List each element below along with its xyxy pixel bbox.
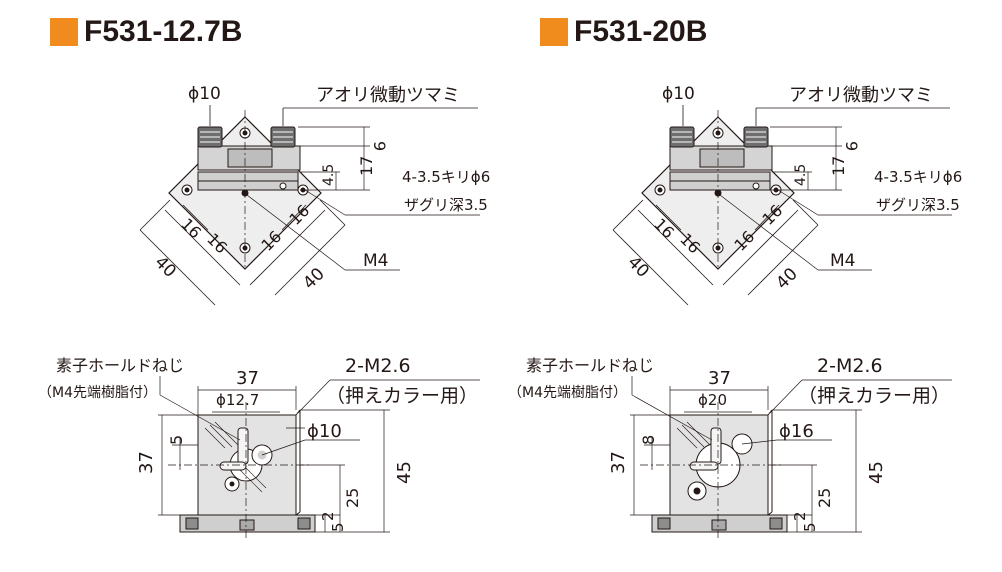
height-45-label: 45	[866, 461, 887, 484]
tap-label: 2-M2.6	[345, 355, 411, 377]
bore-label: ϕ20	[698, 391, 727, 409]
set-screw-note: （M4先端樹脂付）	[508, 385, 627, 401]
clear-hole-label: ϕ10	[307, 421, 342, 442]
dim-17-label: 17	[829, 156, 848, 176]
tilt-block-center	[227, 148, 273, 168]
top-view-f531-12-7b	[139, 105, 480, 306]
height-2-label: 2	[791, 511, 809, 521]
tap-label: 2-M2.6	[817, 355, 883, 377]
model-title-f531-20b: F531-20B	[540, 15, 707, 49]
phi10-label: ϕ10	[662, 84, 695, 104]
holes-label-2: ザグリ深3.5	[404, 196, 488, 214]
front-view-labels-f531-20b: 素子ホールドねじ （M4先端樹脂付） 37 ϕ20 8 ϕ16 37 25 5 …	[508, 355, 950, 532]
height-37-label: 37	[608, 451, 629, 474]
holes-label-2: ザグリ深3.5	[876, 196, 960, 214]
holes-label-1: 4-3.5キリϕ6	[874, 168, 962, 186]
knob-label: アオリ微動ツマミ	[789, 85, 933, 106]
m4-label: M4	[830, 251, 855, 271]
dim-40-right-label: 40	[299, 264, 328, 293]
width-37-label: 37	[708, 368, 731, 389]
dim-17-label: 17	[357, 156, 376, 176]
orange-square-icon	[540, 18, 568, 46]
set-screw	[237, 427, 249, 465]
front-view-f531-12-7b	[158, 376, 480, 540]
model-title-text: F531-12.7B	[84, 15, 243, 48]
height-25-label: 25	[343, 488, 362, 508]
width-37-label: 37	[236, 368, 259, 389]
set-screw-label: 素子ホールドねじ	[526, 356, 654, 375]
m4-label: M4	[363, 251, 388, 271]
tap-note: （押えカラー用）	[798, 385, 950, 407]
orange-square-icon	[50, 18, 78, 46]
model-title-text: F531-20B	[574, 15, 708, 48]
dim-9-label: 9	[842, 141, 861, 151]
dim-40-left-label: 40	[150, 252, 179, 281]
holes-label-1: 4-3.5キリϕ6	[402, 168, 490, 186]
set-screw-note: （M4先端樹脂付）	[38, 385, 157, 401]
dim-9-label: 9	[370, 141, 389, 151]
height-5-label: 5	[801, 522, 819, 532]
dim-40-right-label: 40	[772, 264, 801, 293]
dim-4-5-label: 4.5	[321, 164, 337, 186]
clear-hole-label: ϕ16	[779, 421, 814, 442]
tap-note: （押えカラー用）	[326, 385, 478, 407]
set-screw	[710, 427, 722, 465]
top-view-f531-20b	[612, 105, 952, 306]
height-5-label: 5	[329, 522, 347, 532]
dim-40-left-label: 40	[623, 252, 652, 281]
offset-label: 8	[639, 435, 658, 445]
front-view-f531-20b	[630, 376, 952, 540]
phi10-label: ϕ10	[188, 84, 221, 104]
front-view-labels-f531-12-7b: 素子ホールドねじ （M4先端樹脂付） 37 ϕ12.7 5 ϕ10 37 25 …	[38, 355, 478, 532]
model-title-f531-12-7b: F531-12.7B	[50, 15, 242, 49]
height-45-label: 45	[394, 461, 415, 484]
set-screw-label: 素子ホールドねじ	[56, 356, 184, 375]
height-2-label: 2	[319, 511, 337, 521]
bore-label: ϕ12.7	[216, 391, 259, 409]
height-25-label: 25	[815, 488, 834, 508]
dim-4-5-label: 4.5	[793, 164, 809, 186]
offset-label: 5	[167, 435, 186, 445]
knob-label: アオリ微動ツマミ	[316, 85, 460, 106]
height-37-label: 37	[136, 451, 157, 474]
